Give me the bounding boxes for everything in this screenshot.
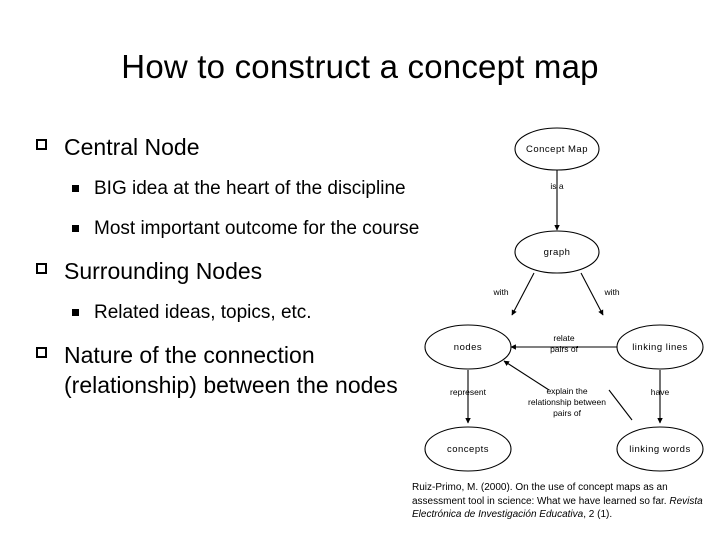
filled-square-bullet-icon — [72, 309, 79, 316]
edge-label-relate-pairs-of-line2: pairs of — [550, 344, 579, 354]
filled-square-bullet-icon — [72, 185, 79, 192]
edge-graph-to-linking-lines — [580, 272, 604, 316]
page-title: How to construct a concept map — [121, 48, 599, 85]
outline-item-surrounding-nodes: Surrounding Nodes — [32, 256, 432, 286]
edge-graph-to-nodes — [511, 272, 535, 316]
edge-label-explain-line3: pairs of — [553, 408, 582, 418]
node-label-concept-map: Concept Map — [526, 144, 588, 155]
outline-item-nature-of-connection: Nature of the connection (relationship) … — [32, 340, 432, 400]
outline-item-label: Nature of the connection (relationship) … — [64, 342, 398, 398]
edge-linking-words-to-nodes — [608, 389, 633, 421]
edge-label-represent: represent — [450, 387, 487, 397]
outline-item-label: Surrounding Nodes — [64, 258, 263, 284]
node-concepts — [424, 426, 512, 472]
outline-subitem-most-important-outcome: Most important outcome for the course — [66, 216, 432, 242]
hollow-square-bullet-icon — [36, 263, 47, 274]
hollow-square-bullet-icon — [36, 347, 47, 358]
outline-item-label: Central Node — [64, 134, 200, 160]
outline-subitem-label: BIG idea at the heart of the discipline — [94, 178, 406, 199]
edge-label-explain-line2: relationship between — [528, 397, 606, 407]
node-linking-lines — [616, 324, 704, 370]
node-label-concepts: concepts — [447, 444, 489, 455]
filled-square-bullet-icon — [72, 225, 79, 232]
edge-label-have: have — [651, 387, 670, 397]
node-label-linking-lines: linking lines — [632, 342, 688, 353]
outline-subitem-label: Related ideas, topics, etc. — [94, 302, 312, 323]
edge-label-with-right: with — [603, 287, 619, 297]
edge-label-relate-pairs-of-line1: relate — [553, 333, 575, 343]
citation-part1: Ruiz-Primo, M. (2000). On the use of con… — [412, 482, 670, 507]
edge-label-explain-line1: explain the — [546, 386, 587, 396]
citation-journal-title: Revista Electrónica de Investigación Edu… — [412, 495, 703, 521]
concept-map-diagram: Concept Map graph nodes linking lines co… — [404, 118, 720, 484]
node-nodes — [424, 324, 512, 370]
outline-item-central-node: Central Node — [32, 132, 432, 162]
citation-part2: , 2 (1). — [583, 509, 613, 520]
node-label-graph: graph — [544, 247, 571, 258]
edge-explain-to-nodes-arrow — [503, 360, 550, 391]
outline-list: Central Node BIG idea at the heart of th… — [32, 132, 432, 414]
edge-label-with-left: with — [492, 287, 508, 297]
edge-label-is-a: is a — [550, 181, 564, 191]
outline-subitem-related-ideas: Related ideas, topics, etc. — [66, 300, 432, 326]
outline-subitem-big-idea: BIG idea at the heart of the discipline — [66, 176, 432, 202]
hollow-square-bullet-icon — [36, 139, 47, 150]
outline-subitem-label: Most important outcome for the course — [94, 218, 420, 239]
citation-text: Ruiz-Primo, M. (2000). On the use of con… — [412, 481, 714, 522]
node-label-linking-words: linking words — [629, 444, 690, 455]
node-label-nodes: nodes — [454, 342, 482, 353]
node-concept-map — [514, 127, 600, 171]
node-linking-words — [616, 426, 704, 472]
node-graph — [514, 230, 600, 274]
